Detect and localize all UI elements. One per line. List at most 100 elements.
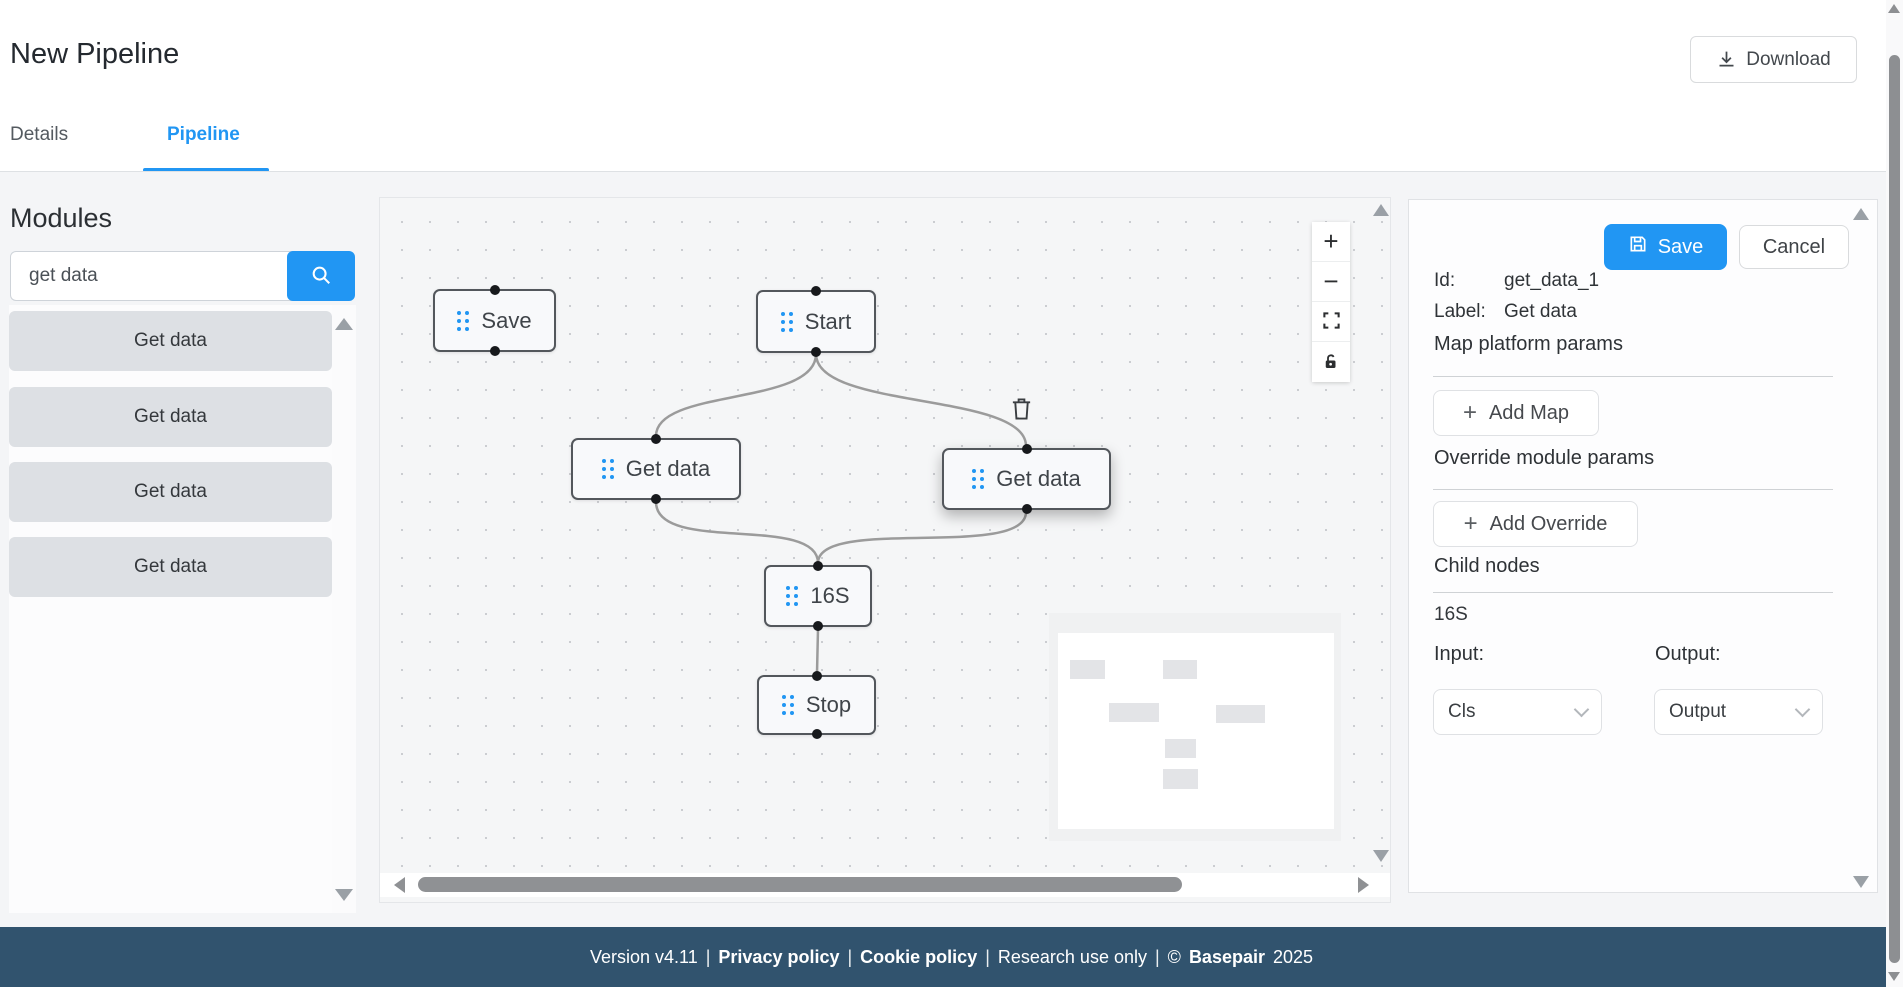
module-item-get-data[interactable]: Get data (9, 311, 332, 371)
node-label: Save (481, 307, 532, 333)
edge-start-getdata2 (814, 353, 1028, 447)
minimap[interactable] (1049, 613, 1341, 841)
add-override-button[interactable]: + Add Override (1433, 501, 1638, 547)
drag-handle-icon[interactable] (457, 310, 470, 331)
input-select[interactable]: Cls (1433, 689, 1602, 735)
drag-handle-icon[interactable] (781, 695, 794, 715)
divider (1433, 592, 1833, 593)
fit-view-button[interactable] (1312, 302, 1350, 342)
canvas-scroll-right-icon[interactable] (1358, 877, 1369, 893)
canvas-toolbar: + − (1312, 222, 1350, 382)
module-list: Get data Get data Get data Get data (9, 305, 356, 913)
tabs-divider (0, 171, 1903, 172)
footer-separator: | (1154, 946, 1160, 967)
child-node-name: 16S (1434, 604, 1468, 625)
save-button[interactable]: Save (1604, 224, 1727, 270)
panel-scroll-up-icon[interactable] (1853, 208, 1869, 220)
footer-copyright: © (1167, 946, 1181, 967)
minus-icon: − (1323, 266, 1339, 296)
page-scroll-up-icon[interactable] (1888, 4, 1900, 13)
lock-toggle-button[interactable] (1312, 342, 1350, 382)
active-tab-underline (143, 168, 269, 172)
map-params-heading: Map platform params (1434, 333, 1623, 355)
add-override-label: Add Override (1489, 512, 1608, 535)
cookie-policy-link[interactable]: Cookie policy (860, 946, 978, 967)
footer-version: Version v4.11 (589, 946, 698, 967)
canvas-scroll-down-icon[interactable] (1373, 850, 1389, 862)
label-label: Label: (1434, 301, 1486, 322)
delete-node-button[interactable] (1010, 396, 1033, 427)
output-label: Output: (1655, 643, 1721, 665)
module-list-scrollbar[interactable] (332, 305, 356, 913)
footer: Version v4.11 | Privacy policy | Cookie … (0, 927, 1903, 987)
module-search (10, 251, 355, 301)
minimap-node (1216, 705, 1265, 723)
node-get-data-2[interactable]: Get data (942, 444, 1111, 514)
canvas-horizontal-scrollbar[interactable] (380, 873, 1390, 897)
node-inspector-panel: Save Cancel Id: get_data_1 Label: Get da… (1408, 199, 1878, 893)
canvas-scroll-left-icon[interactable] (394, 877, 405, 893)
module-search-input[interactable] (10, 251, 293, 301)
plus-icon: + (1462, 399, 1477, 426)
node-label: Start (804, 308, 852, 334)
drag-handle-icon[interactable] (972, 469, 985, 489)
download-button[interactable]: Download (1690, 36, 1857, 83)
modules-heading: Modules (10, 203, 113, 233)
pipeline-canvas[interactable]: Save Start Get data Get data 16S Stop (379, 197, 1391, 903)
page-scrollbar-thumb[interactable] (1889, 55, 1900, 963)
scroll-up-icon[interactable] (335, 318, 353, 330)
tab-details[interactable]: Details (10, 124, 69, 145)
drag-handle-icon[interactable] (780, 311, 793, 332)
id-label: Id: (1434, 270, 1456, 291)
unlock-icon (1322, 347, 1340, 378)
minimap-node (1163, 660, 1197, 679)
footer-separator: | (705, 946, 711, 967)
zoom-out-button[interactable]: − (1312, 262, 1350, 302)
node-16s[interactable]: 16S (764, 561, 872, 631)
module-search-button[interactable] (287, 251, 355, 301)
label-row: Label: Get data (1434, 301, 1577, 323)
divider (1433, 489, 1833, 490)
minimap-node (1163, 769, 1198, 789)
add-map-button[interactable]: + Add Map (1433, 390, 1599, 436)
module-item-get-data[interactable]: Get data (9, 387, 332, 447)
module-item-get-data[interactable]: Get data (9, 462, 332, 522)
edge-start-getdata1 (654, 353, 818, 437)
footer-brand: Basepair (1188, 946, 1265, 967)
output-select[interactable]: Output (1654, 689, 1823, 735)
node-stop[interactable]: Stop (757, 671, 876, 739)
input-label: Input: (1434, 643, 1485, 665)
plus-icon: + (1463, 510, 1478, 537)
node-start[interactable]: Start (756, 286, 876, 357)
edge-getdata1-16s (654, 501, 820, 564)
page-title: New Pipeline (10, 38, 180, 70)
canvas-hscroll-thumb[interactable] (418, 877, 1182, 892)
cancel-button[interactable]: Cancel (1739, 225, 1849, 269)
panel-scroll-down-icon[interactable] (1853, 876, 1869, 888)
label-value: Get data (1504, 301, 1577, 322)
page-scrollbar[interactable] (1886, 0, 1903, 987)
privacy-policy-link[interactable]: Privacy policy (718, 946, 840, 967)
download-icon (1716, 49, 1737, 70)
canvas-scroll-up-icon[interactable] (1373, 204, 1389, 216)
override-params-heading: Override module params (1434, 447, 1655, 469)
id-value: get_data_1 (1504, 270, 1600, 291)
module-item-get-data[interactable]: Get data (9, 537, 332, 597)
scroll-down-icon[interactable] (335, 889, 353, 901)
drag-handle-icon[interactable] (786, 586, 799, 606)
drag-handle-icon[interactable] (601, 459, 614, 479)
node-save[interactable]: Save (433, 285, 556, 356)
trash-icon (1010, 398, 1033, 426)
node-label: Get data (625, 456, 711, 481)
page-scroll-down-icon[interactable] (1888, 972, 1900, 981)
footer-separator: | (847, 946, 853, 967)
footer-separator: | (985, 946, 990, 967)
save-label: Save (1657, 235, 1704, 258)
edges-layer (654, 353, 1028, 674)
minimap-node (1109, 703, 1159, 722)
node-get-data-1[interactable]: Get data (571, 434, 741, 504)
id-row: Id: get_data_1 (1434, 270, 1599, 292)
zoom-in-button[interactable]: + (1312, 222, 1350, 262)
tab-pipeline[interactable]: Pipeline (167, 124, 240, 145)
